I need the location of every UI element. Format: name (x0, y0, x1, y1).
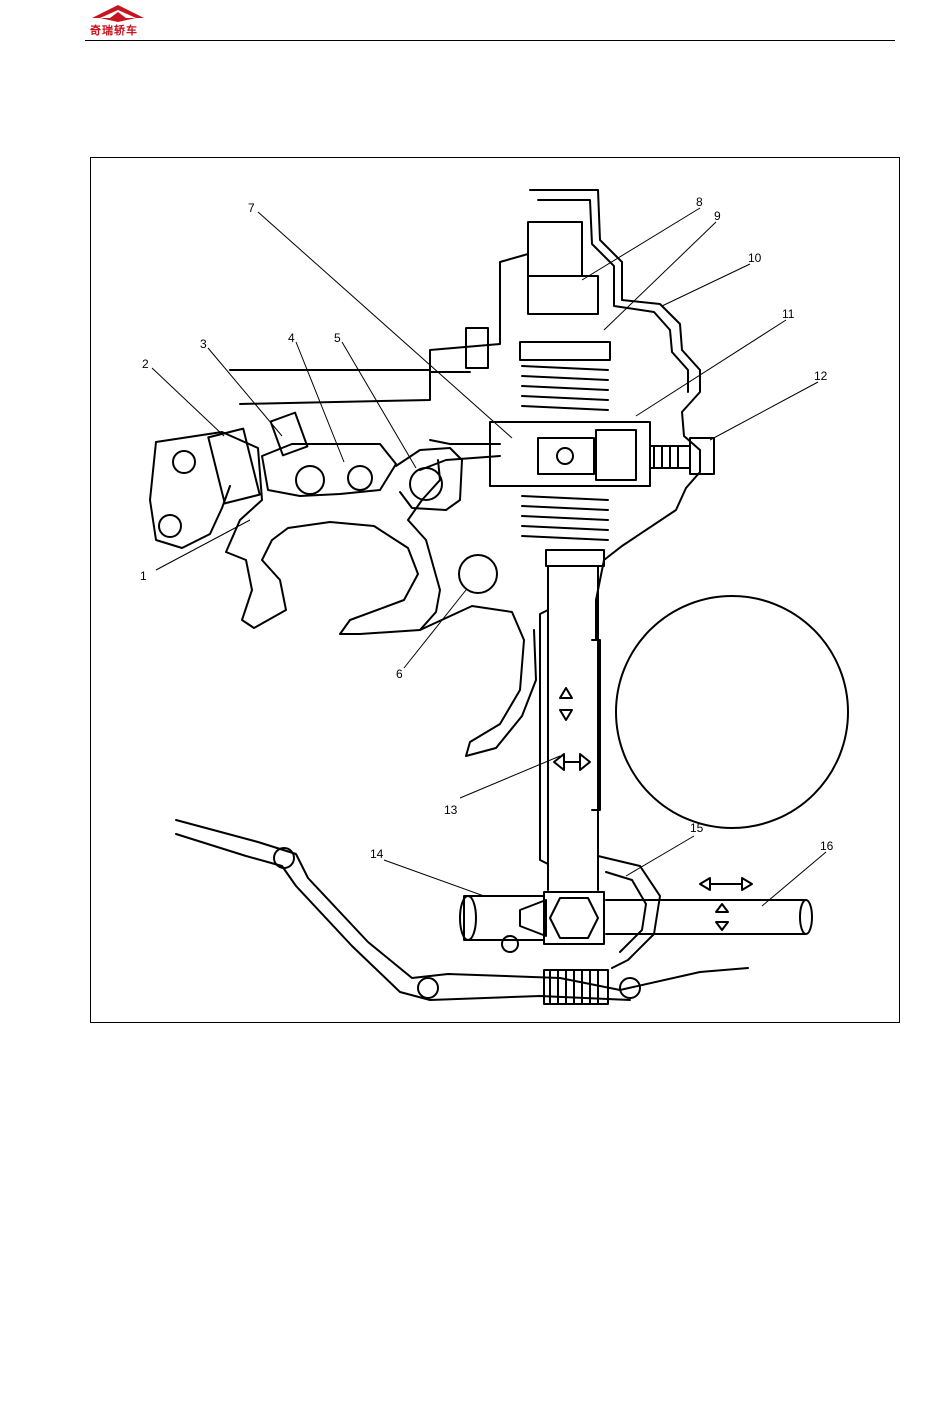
callout-13: 13 (444, 803, 458, 817)
callout-12: 12 (814, 369, 828, 383)
callout-14: 14 (370, 847, 384, 861)
callout-5: 5 (334, 331, 341, 345)
callout-4: 4 (288, 331, 295, 345)
callout-15: 15 (690, 821, 704, 835)
callout-16: 16 (820, 839, 834, 853)
callout-10: 10 (748, 251, 762, 265)
callout-2: 2 (142, 357, 149, 371)
callout-7: 7 (248, 201, 255, 215)
callout-9: 9 (714, 209, 721, 223)
callout-11: 11 (782, 307, 795, 321)
callout-3: 3 (200, 337, 207, 351)
callout-8: 8 (696, 195, 703, 209)
callout-6: 6 (396, 667, 403, 681)
callout-1: 1 (140, 569, 147, 583)
